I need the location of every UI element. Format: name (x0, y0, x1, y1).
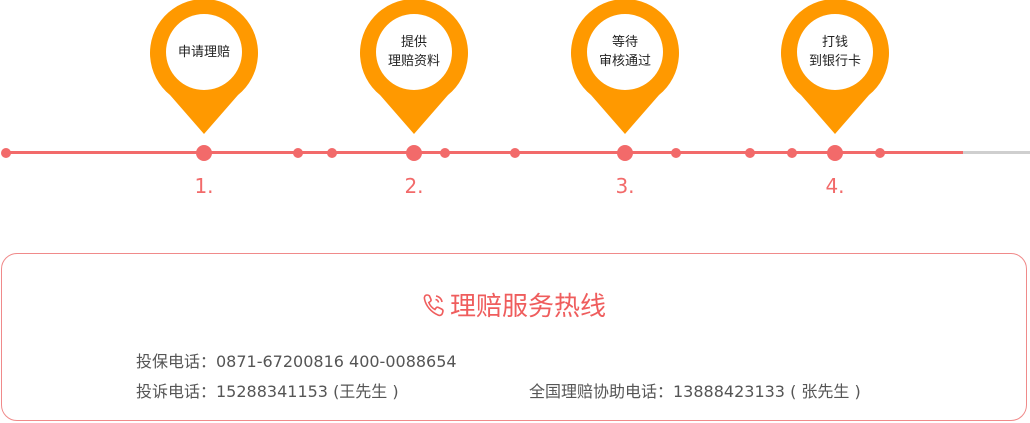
step-2-pin: 提供 理赔资料 (360, 0, 468, 134)
step-4-line-1: 打钱 (821, 35, 848, 50)
timeline-track (5, 151, 963, 154)
step-2-number: 2. (404, 174, 424, 198)
phone-icon (422, 292, 446, 325)
step-2-marker (406, 145, 422, 161)
hotline-title: 理赔服务热线 (449, 292, 606, 322)
step-3-marker (617, 145, 633, 161)
step-4-number: 4. (825, 174, 845, 198)
map-pin-icon (571, 0, 679, 134)
timeline-dot (510, 148, 520, 158)
step-4-label: 打钱 到银行卡 (799, 26, 871, 78)
claim-process-timeline: 申请理赔 1. 提供 理赔资料 2. 等待 审核通过 3. (1, 0, 1030, 198)
step-4-line-2: 到银行卡 (808, 54, 861, 69)
step-2-line-1: 提供 (400, 35, 427, 50)
step-2-line-2: 理赔资料 (387, 54, 440, 69)
timeline-dot (293, 148, 303, 158)
step-3-line-2: 审核通过 (598, 54, 651, 69)
step-1-label: 申请理赔 (168, 26, 240, 78)
step-3-label: 等待 审核通过 (589, 26, 661, 78)
map-pin-icon (150, 0, 258, 134)
complaint-phone-text: 投诉电话：15288341153 (王先生 ) (136, 382, 399, 401)
timeline-dot (787, 148, 797, 158)
step-2-label: 提供 理赔资料 (378, 26, 450, 78)
step-4-marker (827, 145, 843, 161)
step-4-pin: 打钱 到银行卡 (781, 0, 889, 134)
step-3-number: 3. (615, 174, 635, 198)
timeline-dot (1, 148, 11, 158)
timeline-dot (875, 148, 885, 158)
timeline-dot (440, 148, 450, 158)
step-3-line-1: 等待 (611, 35, 638, 50)
timeline-dot (327, 148, 337, 158)
map-pin-icon (781, 0, 889, 134)
timeline-dot (745, 148, 755, 158)
insure-phone-text: 投保电话：0871-67200816 400-0088654 (136, 352, 457, 371)
claim-hotline-panel: 理赔服务热线 投保电话：0871-67200816 400-0088654 投诉… (1, 253, 1027, 421)
assist-phone-text: 全国理赔协助电话：13888423133 ( 张先生 ) (529, 382, 861, 401)
map-pin-icon (360, 0, 468, 134)
timeline-track-remaining (963, 151, 1030, 154)
step-1-pin: 申请理赔 (150, 0, 258, 134)
hotline-heading: 理赔服务热线 (2, 286, 1026, 325)
timeline-dot (671, 148, 681, 158)
step-1-line-1: 申请理赔 (177, 44, 230, 60)
step-1-number: 1. (194, 174, 214, 198)
step-3-pin: 等待 审核通过 (571, 0, 679, 134)
step-1-marker (196, 145, 212, 161)
